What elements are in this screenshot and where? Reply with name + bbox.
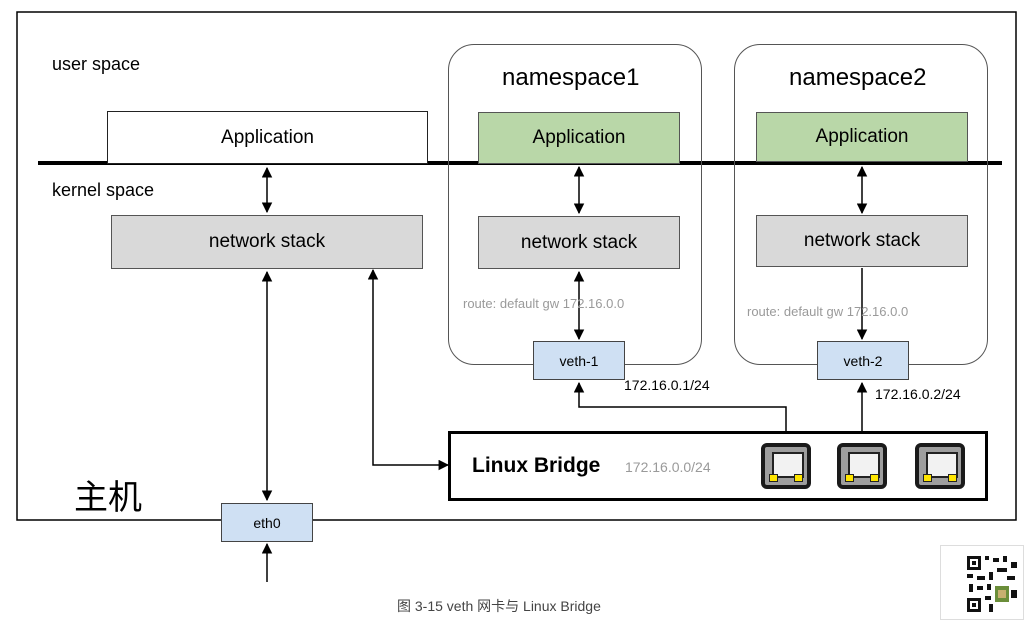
veth1-ip-label: 172.16.0.1/24 xyxy=(624,377,710,393)
veth2-ip-label: 172.16.0.2/24 xyxy=(875,386,961,402)
namespace1-application-box: Application xyxy=(478,112,680,164)
namespace2-route-label: route: default gw 172.16.0.0 xyxy=(747,304,909,319)
namespace1-route-label: route: default gw 172.16.0.0 xyxy=(463,296,625,311)
host-application-box: Application xyxy=(107,111,428,164)
linux-bridge-box: Linux Bridge 172.16.0.0/24 xyxy=(448,431,988,501)
namespace2-application-box: Application xyxy=(756,112,968,162)
arrow-veth1-bridge xyxy=(573,381,792,443)
host-label: 主机 xyxy=(74,479,142,517)
namespace2-title: namespace2 xyxy=(789,64,927,91)
namespace1-network-stack-box: network stack xyxy=(478,216,680,269)
ethernet-port-icon xyxy=(761,443,811,489)
veth2-box: veth-2 xyxy=(817,341,909,380)
namespace2-network-stack-box: network stack xyxy=(756,215,968,267)
ethernet-port-icon xyxy=(915,443,965,489)
eth0-box: eth0 xyxy=(221,503,313,542)
linux-bridge-label: Linux Bridge xyxy=(472,454,601,477)
host-frame xyxy=(16,11,1017,521)
ethernet-port-icon xyxy=(837,443,887,489)
kernel-space-label: kernel space xyxy=(52,180,155,200)
namespace1-container xyxy=(448,44,702,365)
figure-caption: 图 3-15 veth 网卡与 Linux Bridge xyxy=(397,598,601,614)
host-network-stack-box: network stack xyxy=(111,215,423,269)
linux-bridge-subnet: 172.16.0.0/24 xyxy=(625,459,711,475)
namespace1-title: namespace1 xyxy=(502,64,640,91)
arrow-host-stack-bridge xyxy=(367,268,450,471)
user-space-label: user space xyxy=(52,54,141,74)
qr-code-icon xyxy=(940,545,1024,620)
veth1-box: veth-1 xyxy=(533,341,625,380)
